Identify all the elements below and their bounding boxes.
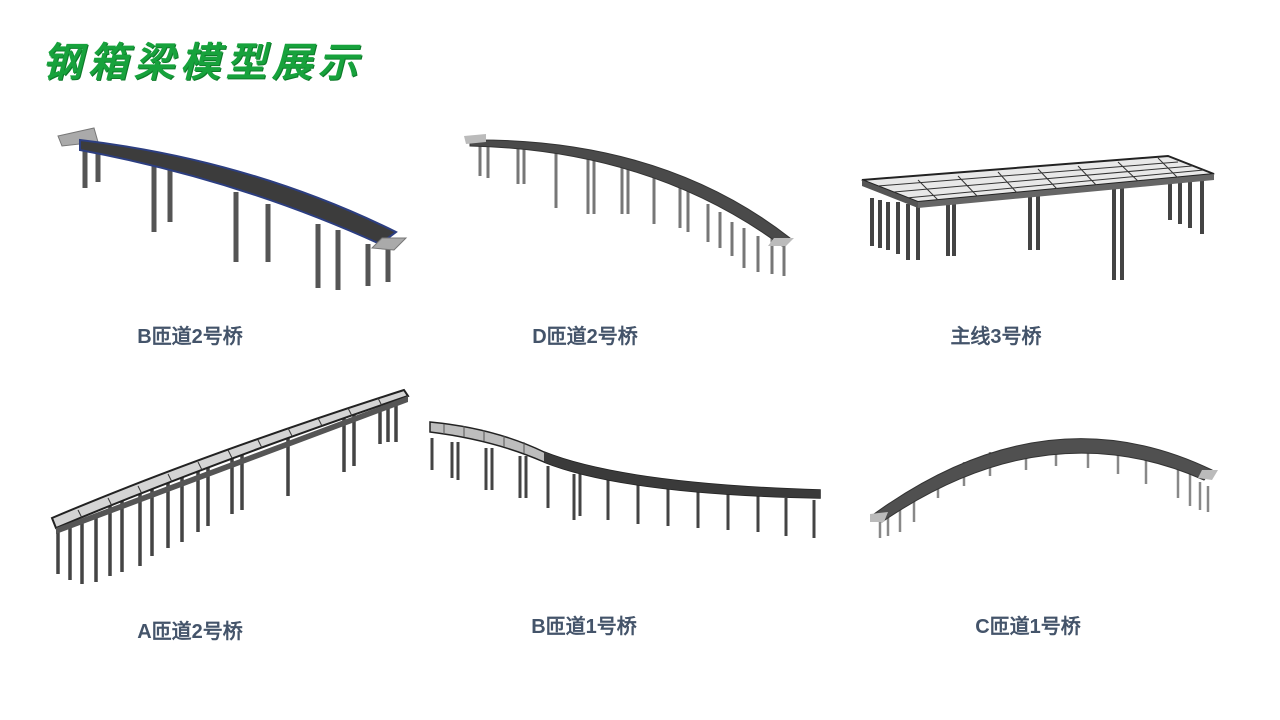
caption-b-ramp-2: B匝道2号桥 bbox=[137, 326, 243, 348]
caption-d-ramp-2: D匝道2号桥 bbox=[532, 326, 638, 348]
bridge-model-main-line-3 bbox=[858, 150, 1218, 290]
caption-a-ramp-2: A匝道2号桥 bbox=[137, 621, 243, 643]
bridge-model-a-ramp-2 bbox=[48, 386, 418, 591]
bridge-model-b-ramp-2 bbox=[50, 120, 420, 300]
bridge-model-b-ramp-1 bbox=[424, 418, 824, 548]
caption-main-line-3: 主线3号桥 bbox=[950, 326, 1042, 348]
bridge-model-c-ramp-1 bbox=[866, 430, 1226, 545]
caption-c-ramp-1: C匝道1号桥 bbox=[975, 616, 1081, 638]
page-title: 钢箱梁模型展示 bbox=[42, 39, 364, 86]
bridge-model-d-ramp-2 bbox=[462, 128, 802, 288]
caption-b-ramp-1: B匝道1号桥 bbox=[531, 616, 637, 638]
